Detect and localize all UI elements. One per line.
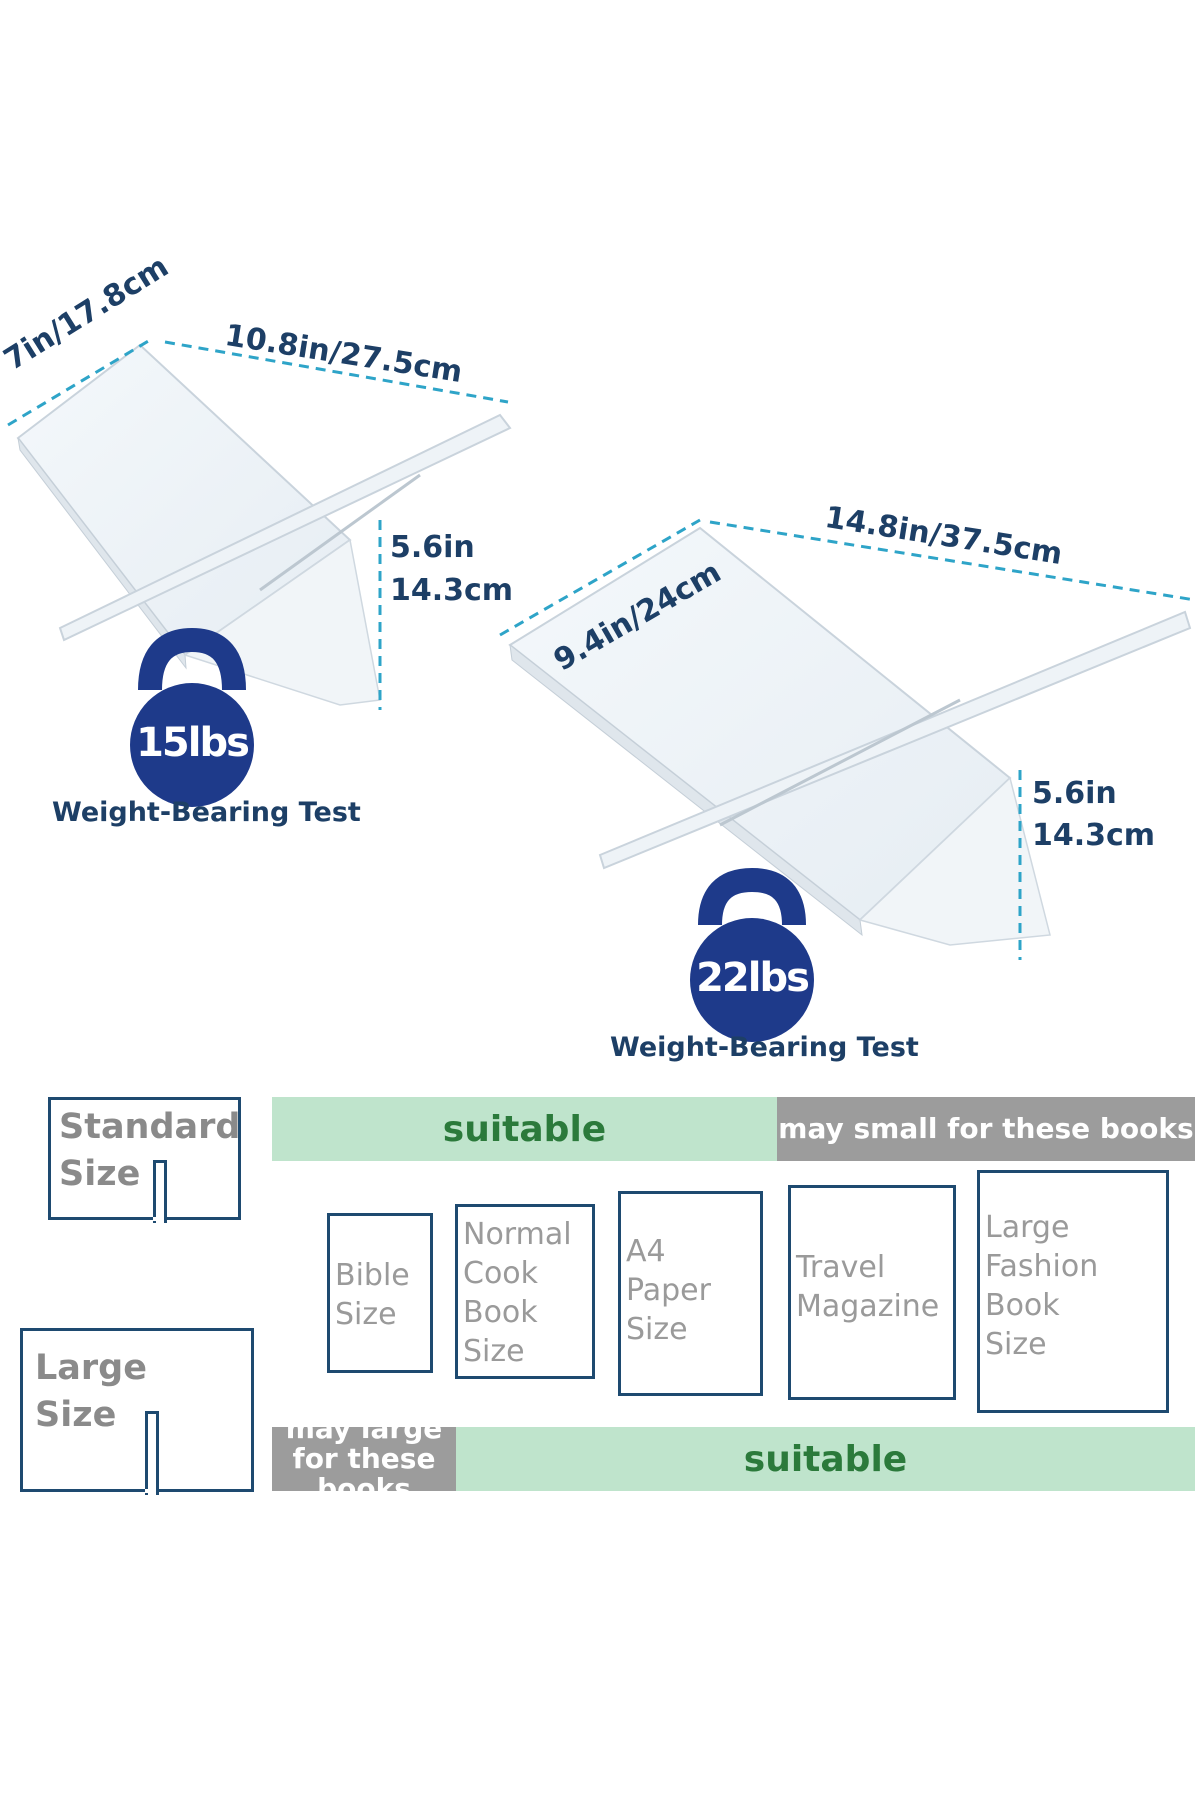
large-depth-line — [499, 518, 701, 637]
kettlebell-icon — [130, 627, 254, 807]
book-label: Large Fashion Book Size — [985, 1210, 1099, 1362]
large-height-in-label: 5.6in — [1032, 776, 1117, 811]
large-suitable-bar: suitable — [456, 1427, 1195, 1491]
standard-suitable-bar: suitable — [272, 1097, 777, 1161]
large-weight-caption: Weight-Bearing Test — [610, 1032, 919, 1063]
small-height-cm-label: 14.3cm — [390, 573, 514, 608]
book-cook: Normal Cook Book Size — [455, 1204, 595, 1379]
small-height-in-label: 5.6in — [390, 530, 475, 565]
standard-size-icon: Standard Size — [48, 1097, 241, 1223]
book-travel-magazine: Travel Magazine — [788, 1185, 956, 1400]
book-label: Travel Magazine — [796, 1250, 940, 1324]
small-weight-value: 15lbs — [136, 720, 250, 766]
small-weight-caption: Weight-Bearing Test — [52, 797, 361, 828]
book-label: Bible Size — [335, 1258, 410, 1332]
large-acrylic-stand — [508, 526, 1192, 946]
large-size-icon: Large Size — [20, 1328, 254, 1495]
stand-slot — [153, 1160, 167, 1223]
stand-slot — [145, 1411, 159, 1495]
small-depth-line — [7, 338, 151, 427]
small-acrylic-stand — [16, 343, 512, 706]
book-a4: A4 Paper Size — [618, 1191, 763, 1396]
book-label: Normal Cook Book Size — [463, 1217, 572, 1369]
book-label: A4 Paper Size — [626, 1234, 711, 1347]
book-bible: Bible Size — [327, 1213, 433, 1373]
large-size-label: Large Size — [35, 1348, 147, 1435]
large-weight-value: 22lbs — [696, 955, 810, 1001]
large-width-line — [709, 520, 1196, 602]
book-fashion: Large Fashion Book Size — [977, 1170, 1169, 1413]
large-height-cm-label: 14.3cm — [1032, 818, 1156, 853]
standard-small-bar: may small for these books — [777, 1097, 1195, 1161]
standard-size-label: Standard Size — [59, 1107, 241, 1194]
small-width-line — [164, 340, 509, 404]
kettlebell-icon — [690, 867, 814, 1042]
large-large-bar: may large for these books — [272, 1414, 456, 1504]
